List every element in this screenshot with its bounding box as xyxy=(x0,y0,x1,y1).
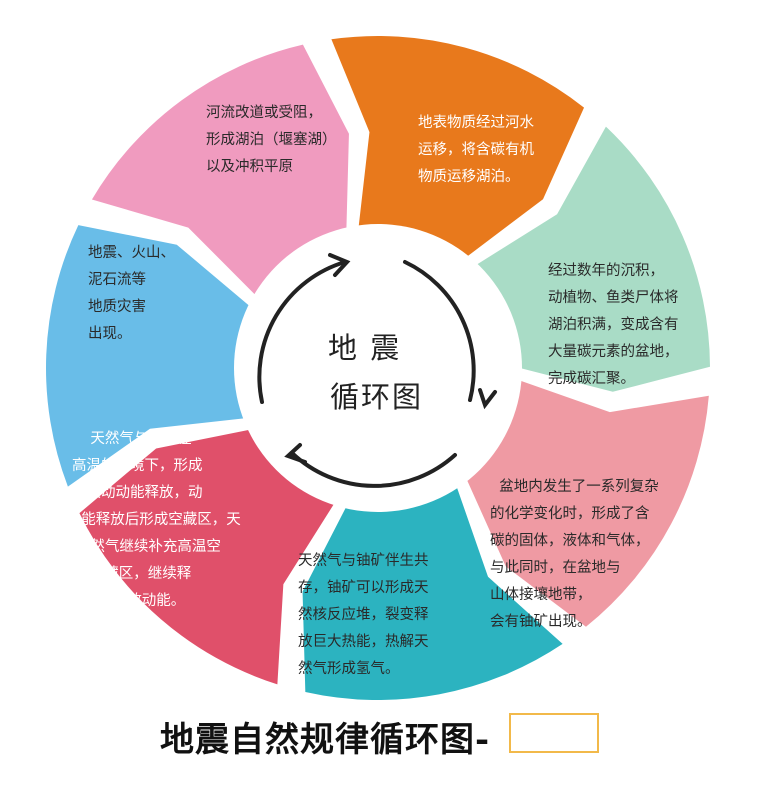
segment-text-energy-release: 天然气与氢气在 高温的环境下，形成 巨大动动能释放，动 能释放后形成空藏区，天 … xyxy=(72,431,241,609)
segment-disasters xyxy=(45,225,252,487)
segment-energy-release xyxy=(79,429,336,685)
footer-title: 地震自然规律循环图- xyxy=(160,720,491,760)
arrowhead-icon xyxy=(328,253,351,277)
segment-uranium-formation xyxy=(465,379,709,627)
arrowhead-icon xyxy=(284,443,307,464)
segment-text-uranium-formation: 盆地内发生了一系列复杂 的化学变化时，形成了含 碳的固体，液体和气体， 与此同时… xyxy=(490,479,659,630)
center-title-line1: 地 震 xyxy=(328,331,402,365)
cycle-arrow-top xyxy=(257,260,347,404)
segment-text-basin-formation: 经过数年的沉积， 动植物、鱼类尸体将 湖泊积满，变成含有 大量碳元素的盆地， 完… xyxy=(548,263,679,387)
segment-basin-formation xyxy=(474,126,710,392)
segment-hydrogen-formation xyxy=(302,484,563,700)
segment-text-carbon-transport: 地表物质经过河水 运移，将含碳有机 物质运移湖泊。 xyxy=(418,115,534,185)
cycle-arrow-bottom xyxy=(290,451,457,488)
segment-text-disasters: 地震、火山、 泥石流等 地质灾害 出现。 xyxy=(88,245,175,342)
center-title-line2: 循环图 xyxy=(330,380,424,414)
segment-text-hydrogen-formation: 天然气与铀矿伴生共 存，铀矿可以形成天 然核反应堆，裂变释 放巨大热能，热解天 … xyxy=(298,553,429,677)
arrowhead-icon xyxy=(478,388,497,410)
center-circle xyxy=(234,224,522,512)
segment-lake-formation xyxy=(91,44,349,297)
segment-carbon-transport xyxy=(331,36,585,259)
cycle-arrow-right xyxy=(403,260,476,402)
segment-text-lake-formation: 河流改道或受阻， 形成湖泊（堰塞湖） 以及冲积平原 xyxy=(206,105,337,175)
blank-box xyxy=(509,713,599,753)
